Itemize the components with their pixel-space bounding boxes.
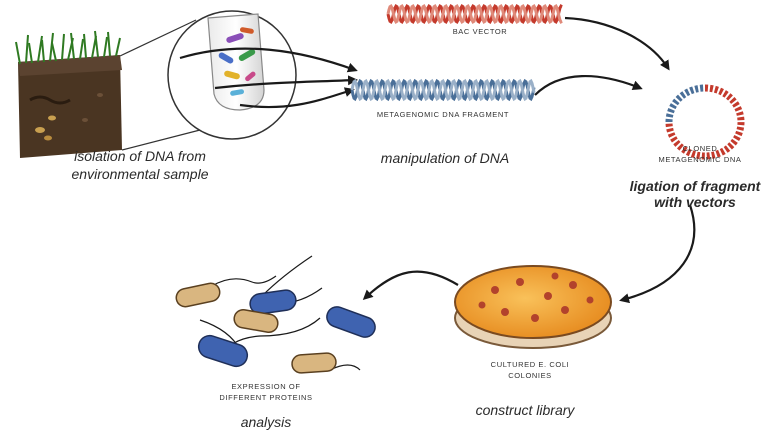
cloned-plasmid-ring [665, 84, 745, 160]
magnifier-lines [119, 19, 201, 151]
cultured-label-line1: CULTURED E. COLI [490, 360, 570, 369]
petri-dish [454, 265, 612, 349]
cloned-label-line2: METAGENOMIC DNA [658, 155, 742, 164]
arrow-tube-to-fragment-3 [239, 87, 355, 109]
ligation-caption-line2: with vectors [654, 194, 736, 210]
bac-vector-label: BAC VECTOR [452, 27, 508, 36]
bac-vector-dna [386, 3, 563, 25]
arrow-tube-to-fragment-1 [179, 47, 358, 73]
analysis-caption: analysis [240, 414, 292, 430]
isolation-caption-line1: isolation of DNA from [74, 148, 206, 164]
isolation-caption-line2: environmental sample [71, 166, 209, 182]
ligation-caption-line1: ligation of fragment [629, 178, 761, 194]
arrow-dish-to-bacteria [362, 270, 459, 301]
soil-sample [18, 55, 122, 158]
bacteria-group [175, 255, 376, 374]
metagenomic-dna-fragment [350, 78, 536, 102]
arrow-fragment-to-plasmid [534, 74, 643, 96]
metagenomic-fragment-label: METAGENOMIC DNA FRAGMENT [376, 110, 510, 119]
construct-library-caption: construct library [475, 402, 575, 418]
cloned-label-line1: CLONED [682, 144, 718, 153]
grass [15, 30, 121, 65]
manipulation-caption: manipulation of DNA [380, 150, 510, 166]
expression-label-line1: EXPRESSION OF [231, 382, 301, 391]
arrow-bac-to-plasmid [564, 16, 670, 71]
expression-label-line2: DIFFERENT PROTEINS [219, 393, 313, 402]
arrow-tube-to-fragment-2 [214, 75, 358, 90]
cultured-label-line2: COLONIES [508, 371, 552, 380]
arrow-plasmid-to-dish [619, 204, 696, 304]
test-tube [207, 13, 265, 111]
